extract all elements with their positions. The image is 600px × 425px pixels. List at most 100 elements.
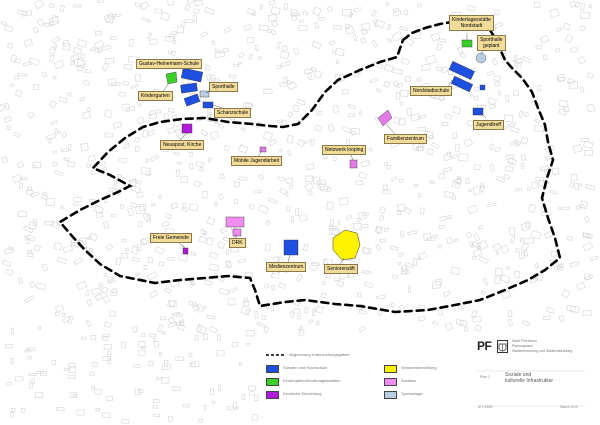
legend-swatch-yellow bbox=[384, 365, 397, 373]
building-footprint bbox=[164, 113, 169, 120]
building-footprint bbox=[499, 273, 512, 284]
building-footprint bbox=[133, 364, 141, 368]
building-footprint bbox=[525, 221, 531, 228]
building-footprint bbox=[167, 127, 176, 134]
building-footprint bbox=[185, 18, 194, 24]
building-footprint bbox=[315, 305, 324, 314]
building-footprint bbox=[79, 96, 86, 102]
building-footprint bbox=[383, 63, 394, 73]
building-footprint bbox=[52, 43, 58, 51]
building-footprint bbox=[171, 311, 181, 317]
building-footprint bbox=[18, 182, 24, 189]
building-footprint bbox=[21, 10, 32, 17]
building-footprint bbox=[524, 238, 535, 244]
building-footprint bbox=[256, 321, 267, 329]
building-footprint bbox=[89, 371, 95, 377]
building-footprint bbox=[9, 83, 15, 88]
building-footprint bbox=[164, 287, 172, 294]
pf-logo: PF bbox=[477, 339, 492, 353]
building-footprint bbox=[128, 38, 135, 47]
schanzschule-building-2 bbox=[202, 101, 214, 109]
building-footprint bbox=[86, 299, 93, 307]
building-footprint bbox=[210, 388, 214, 395]
building-footprint bbox=[476, 240, 489, 251]
legend-text-green: Kindergärten/Kindertagesstätten bbox=[283, 378, 341, 383]
building-footprint bbox=[52, 15, 59, 23]
building-footprint bbox=[329, 219, 334, 227]
label-familienzentrum: Familienzentrum bbox=[384, 134, 427, 144]
building-footprint bbox=[131, 257, 140, 263]
scale-text: M 1:5000 bbox=[478, 405, 493, 409]
building-footprint bbox=[199, 166, 204, 172]
building-footprint bbox=[537, 179, 549, 189]
building-footprint bbox=[62, 316, 71, 324]
building-footprint bbox=[213, 77, 220, 83]
building-footprint bbox=[417, 256, 422, 261]
building-footprint bbox=[576, 281, 586, 291]
building-footprint bbox=[167, 50, 173, 55]
org-line-2: Planungsamt bbox=[512, 344, 533, 348]
building-footprint bbox=[175, 169, 181, 178]
building-footprint bbox=[48, 20, 54, 27]
building-footprint bbox=[210, 130, 219, 140]
building-footprint bbox=[404, 262, 414, 269]
building-footprint bbox=[21, 408, 26, 413]
building-footprint bbox=[386, 38, 393, 43]
building-footprint bbox=[348, 12, 354, 18]
building-footprint bbox=[15, 376, 24, 382]
building-footprint bbox=[107, 77, 117, 86]
building-footprint bbox=[18, 73, 28, 77]
building-footprint bbox=[549, 189, 558, 195]
building-footprint bbox=[110, 213, 116, 218]
building-footprint bbox=[233, 198, 239, 205]
building-footprint bbox=[13, 57, 22, 64]
building-footprint bbox=[168, 300, 177, 308]
building-footprint bbox=[398, 118, 406, 126]
building-footprint bbox=[240, 127, 246, 132]
building-footprint bbox=[193, 180, 202, 188]
building-footprint bbox=[188, 162, 195, 170]
building-footprint bbox=[580, 3, 585, 11]
building-footprint bbox=[321, 292, 327, 299]
building-footprint bbox=[291, 14, 298, 22]
building-footprint bbox=[400, 57, 410, 65]
building-footprint bbox=[217, 123, 225, 129]
building-footprint bbox=[580, 137, 590, 143]
building-footprint bbox=[138, 341, 146, 348]
building-footprint bbox=[209, 251, 219, 260]
building-footprint bbox=[154, 8, 163, 14]
building-footprint bbox=[87, 154, 96, 163]
building-footprint bbox=[283, 2, 289, 10]
building-footprint bbox=[297, 138, 306, 147]
building-footprint bbox=[268, 0, 276, 6]
building-footprint bbox=[167, 257, 175, 261]
building-footprint bbox=[82, 79, 91, 86]
building-footprint bbox=[265, 219, 271, 226]
building-footprint bbox=[26, 347, 36, 352]
building-footprint bbox=[334, 277, 341, 282]
building-footprint bbox=[437, 37, 447, 44]
building-footprint bbox=[426, 237, 436, 241]
building-footprint bbox=[263, 283, 270, 289]
building-footprint bbox=[97, 48, 102, 53]
building-footprint bbox=[493, 75, 502, 82]
building-footprint bbox=[358, 325, 366, 333]
building-footprint bbox=[73, 202, 80, 207]
building-footprint bbox=[494, 268, 503, 276]
building-footprint bbox=[36, 18, 45, 27]
building-footprint bbox=[33, 244, 41, 252]
building-footprint bbox=[442, 166, 453, 173]
building-footprint bbox=[135, 272, 140, 277]
building-footprint bbox=[116, 173, 123, 179]
building-footprint bbox=[311, 262, 320, 266]
building-footprint bbox=[288, 184, 293, 189]
building-footprint bbox=[223, 26, 232, 33]
legend-text-lightblue: Sportanlage bbox=[401, 391, 423, 396]
building-footprint bbox=[472, 248, 483, 258]
building-footprint bbox=[0, 103, 6, 112]
building-footprint bbox=[465, 177, 470, 185]
building-footprint bbox=[218, 384, 222, 392]
building-footprint bbox=[293, 104, 300, 113]
building-footprint bbox=[72, 46, 82, 55]
